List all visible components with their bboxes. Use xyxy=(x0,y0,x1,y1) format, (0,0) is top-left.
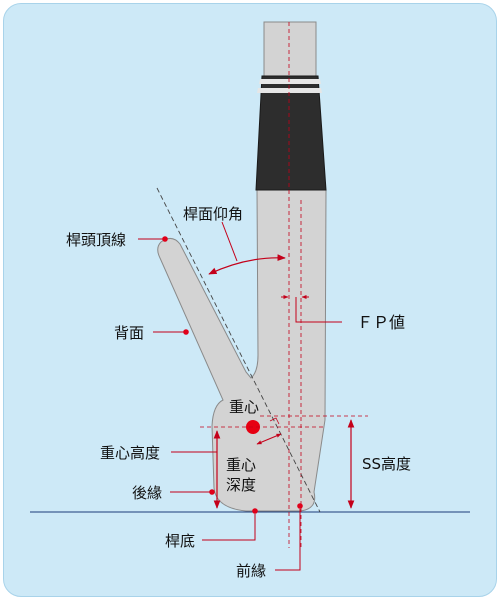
label-cog: 重心 xyxy=(229,398,259,416)
label-leading-edge: 前緣 xyxy=(236,562,266,580)
ferrule-ring xyxy=(257,88,322,93)
sole-leader xyxy=(202,514,256,541)
leading-edge-leader xyxy=(275,509,301,571)
label-trailing-edge: 後緣 xyxy=(132,484,162,502)
label-cog-depth-line2: 深度 xyxy=(226,476,256,494)
top-line-marker xyxy=(162,236,168,242)
leading-edge-marker xyxy=(297,503,303,509)
label-top-line: 桿頭頂線 xyxy=(66,231,126,249)
label-cog-height: 重心高度 xyxy=(100,444,160,462)
right-angle-mark xyxy=(269,417,280,425)
sole-marker xyxy=(252,508,258,514)
label-cog-depth-line1: 重心 xyxy=(226,456,256,474)
label-face-angle: 桿面仰角 xyxy=(183,205,243,223)
ferrule-ring xyxy=(259,79,321,84)
cog-depth-line xyxy=(256,433,282,445)
face-angle-leader xyxy=(221,221,238,262)
face-line xyxy=(156,187,321,513)
shaft xyxy=(263,21,317,79)
label-sole: 桿底 xyxy=(165,532,195,550)
back-marker xyxy=(183,329,189,335)
label-back: 背面 xyxy=(114,324,144,342)
label-ss-height: SS高度 xyxy=(362,455,411,473)
trailing-edge-marker xyxy=(209,489,215,495)
fp-leader xyxy=(295,297,342,323)
label-fp-value: ＦＰ値 xyxy=(357,313,405,332)
ferrule xyxy=(255,75,327,191)
face-angle-arc xyxy=(208,254,286,275)
